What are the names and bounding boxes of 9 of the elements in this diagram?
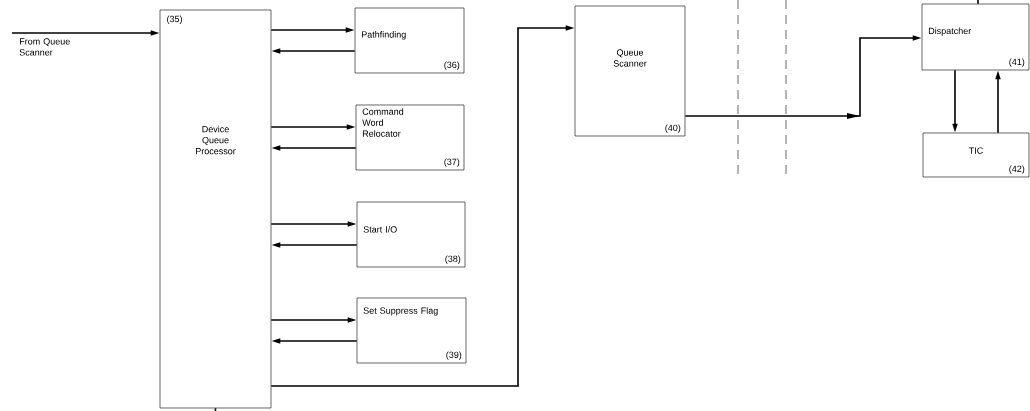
process-box: Pathfinding (36) <box>354 7 465 74</box>
process-box: Command Word Relocator (37) <box>355 104 465 171</box>
edge-label: From Queue Scanner <box>19 38 70 56</box>
process-box: Start I/O (38) <box>356 201 466 268</box>
process-box: (35) Device Queue Processor <box>159 9 272 409</box>
process-box: Set Suppress Flag (39) <box>356 297 467 364</box>
process-box: Dispatcher (41) <box>921 3 1030 71</box>
process-box: TIC (42) <box>922 132 1030 178</box>
process-box: Queue Scanner (40) <box>574 5 686 137</box>
